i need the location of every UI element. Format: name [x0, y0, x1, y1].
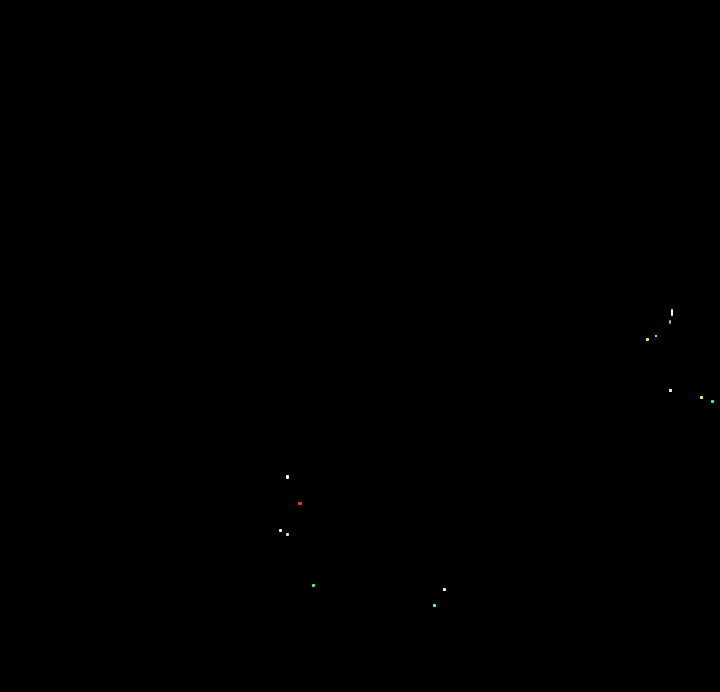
light-white-dim	[286, 533, 289, 536]
light-white	[443, 588, 446, 591]
light-green	[711, 400, 714, 403]
light-green	[312, 584, 315, 587]
light-cyan	[433, 604, 436, 607]
light-white	[286, 475, 289, 479]
light-yellow	[646, 338, 649, 341]
light-red	[298, 502, 302, 505]
light-dim-yellow	[669, 320, 671, 324]
light-white-vertical	[671, 309, 673, 316]
light-white	[669, 389, 672, 392]
light-white	[279, 529, 282, 532]
light-white-small	[655, 335, 657, 337]
light-yellow	[700, 396, 703, 399]
